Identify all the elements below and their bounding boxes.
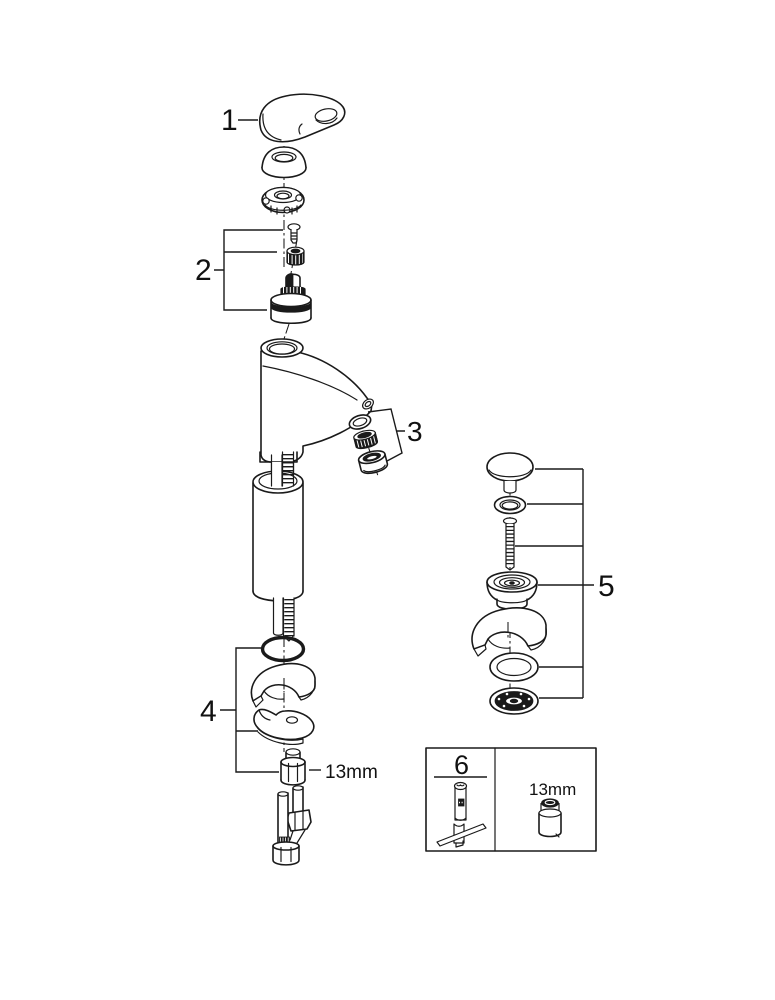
mounting-ring bbox=[261, 186, 305, 215]
part5-label: 5 bbox=[598, 570, 615, 603]
part2-label: 2 bbox=[195, 254, 212, 287]
aerator-housing bbox=[357, 450, 389, 474]
handle-cap-ring bbox=[261, 146, 307, 179]
aerator-washer bbox=[348, 414, 372, 430]
riser-rods-bottom bbox=[272, 597, 295, 642]
mounting-wedge bbox=[250, 662, 316, 708]
socket-bit bbox=[538, 798, 562, 838]
aerator-insert bbox=[353, 429, 378, 450]
parts-box bbox=[425, 747, 597, 852]
part6-label: 6 bbox=[454, 750, 469, 780]
part3-label: 3 bbox=[407, 416, 423, 447]
base-o-ring bbox=[260, 635, 306, 663]
cartridge bbox=[270, 273, 312, 325]
part4-bracket bbox=[220, 647, 279, 773]
drain-flange bbox=[486, 571, 538, 611]
centerlines bbox=[282, 146, 511, 752]
part4-label: 4 bbox=[200, 695, 217, 728]
socket-tool bbox=[436, 781, 487, 848]
drain-washer bbox=[493, 495, 527, 515]
socket-size-label: 13mm bbox=[529, 780, 576, 799]
part2-bracket bbox=[214, 229, 283, 311]
cap-nut bbox=[286, 246, 305, 266]
part1-label: 1 bbox=[221, 104, 238, 137]
lever-handle bbox=[259, 93, 346, 143]
handle-screw bbox=[287, 223, 301, 244]
extension-tube bbox=[252, 461, 304, 602]
drain-wedge bbox=[471, 607, 547, 657]
supply-pipes bbox=[272, 785, 312, 866]
mounting-clamp bbox=[253, 708, 315, 745]
part5-bracket bbox=[515, 468, 594, 699]
nut-size-label: 13mm bbox=[325, 762, 378, 783]
drain-cap bbox=[486, 452, 534, 494]
drain-strainer bbox=[489, 687, 539, 715]
drain-o-ring bbox=[489, 652, 539, 682]
nut-13mm bbox=[280, 748, 306, 786]
faucet-body bbox=[260, 338, 374, 463]
part3-bracket bbox=[367, 408, 405, 462]
drain-screw bbox=[502, 517, 518, 571]
